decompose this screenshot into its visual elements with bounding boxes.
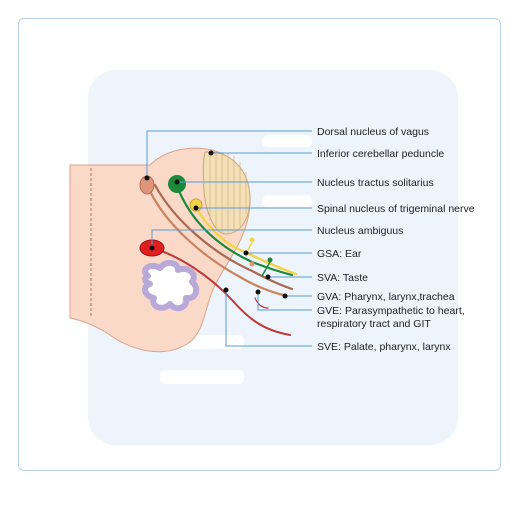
label-sva: SVA: Taste [317, 272, 368, 284]
leader-lines [144, 130, 312, 347]
label-gva: GVA: Pharynx, larynx,trachea [317, 291, 455, 303]
gva-fiber [153, 183, 294, 291]
label-gve-line1: GVE: Parasympathetic to heart, [317, 305, 465, 317]
inferior-cerebellar-peduncle [202, 151, 251, 235]
label-nucleus-tractus-solitarius: Nucleus tractus solitarius [317, 177, 434, 189]
label-inferior-cerebellar-peduncle: Inferior cerebellar peduncle [317, 148, 444, 160]
label-gve-line2: respiratory tract and GIT [317, 318, 431, 330]
label-sve: SVE: Palate, pharynx, larynx [317, 341, 451, 353]
label-dorsal-nucleus: Dorsal nucleus of vagus [317, 126, 429, 138]
sve-fiber [151, 247, 291, 336]
label-gsa: GSA: Ear [317, 248, 362, 260]
label-spinal-nucleus-trigeminal: Spinal nucleus of trigeminal nerve [317, 203, 475, 215]
label-nucleus-ambiguus: Nucleus ambiguus [317, 225, 403, 237]
gve-fiber [146, 185, 289, 298]
inferior-olive [142, 260, 200, 312]
sva-fiber [175, 184, 294, 277]
nerve-fibers [146, 183, 298, 336]
